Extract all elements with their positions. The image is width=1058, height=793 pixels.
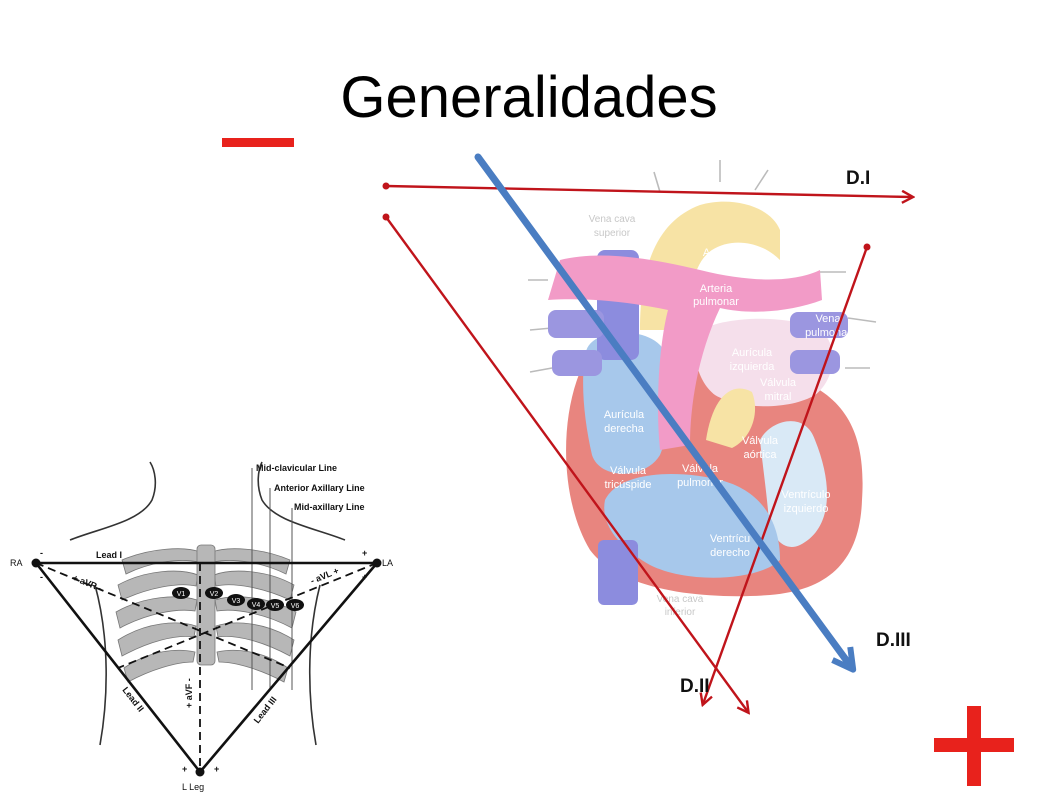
label-valvula-mitral-1: Válvula [760,377,797,389]
label-avr: + aVR - [71,573,103,594]
label-valvula-tricuspide-2: tricúspide [604,479,651,491]
label-avf: + aVF - [184,678,194,708]
lead-d3-label: D.III [876,630,911,651]
sign-ra-minus: - [40,548,43,558]
label-arteria-pulmonar-1: Arteria [700,283,733,295]
v5-label: V5 [271,603,280,610]
label-anterior-axillary-line: Anterior Axillary Line [274,483,365,493]
v6-label: V6 [291,603,300,610]
label-valvula-aortica-2: aórtica [743,449,777,461]
v3-label: V3 [232,598,241,605]
lead-d1-vector [382,182,913,198]
label-auricula-derecha-1: Aurícula [604,409,645,421]
label-avl: - aVL + [309,565,340,585]
lead-d3-vector [703,243,871,705]
label-arteria-pulmonar-2: pulmonar [693,296,739,308]
label-mid-axillary-line: Mid-axillary Line [294,502,365,512]
label-la: LA [382,558,393,568]
lead-d1-label: D.I [846,168,871,189]
label-ventriculo-izquierdo-1: Ventrículo [782,489,831,501]
sign-leg-right-plus: + [214,764,219,774]
label-lead-i: Lead I [96,550,122,560]
label-auricula-izquierda-2: izquierda [730,361,776,373]
v4-label: V4 [252,602,261,609]
label-valvula-mitral-2: mitral [765,391,792,403]
label-ra: RA [10,558,23,568]
label-vena-cava-superior-2: superior [594,228,631,239]
label-valvula-aortica-1: Válvula [742,435,779,447]
page-title: Generalidades [340,65,718,130]
label-auricula-izquierda-1: Aurícula [732,347,773,359]
precordial-electrodes: V1 V2 V3 V4 V5 V6 [172,587,304,611]
electrical-axis-arrow [474,153,857,673]
label-ventriculo-izquierdo-2: izquierdo [784,503,829,515]
label-lead-iii: Lead III [252,695,279,726]
label-ventriculo-derecho-2: derecho [710,547,750,559]
label-vena-cava-inferior-1: Vena cava [657,594,704,605]
label-l-leg: L Leg [182,782,204,792]
label-ventriculo-derecho-1: Ventrícu [710,533,750,545]
label-vena-cava-inferior-2: inferior [665,607,696,618]
sign-ra-lower-minus: - [40,572,43,582]
label-vena-pulmonar-2: pulmonar [805,327,851,339]
label-vena-pulmonar-1: Vena [815,313,841,325]
label-vena-cava-superior-1: Vena cava [589,214,636,225]
lead-vectors [382,182,913,713]
negative-pole-marker [222,138,294,147]
lead-d2-vector [382,213,749,713]
ecg-torso-diagram: Mid-clavicular Line Anterior Axillary Li… [10,461,393,792]
label-mid-clavicular-line: Mid-clavicular Line [256,463,337,473]
positive-pole-marker [934,706,1014,786]
lead-d2-label: D.II [680,676,710,697]
sign-la-plus: + [362,548,367,558]
label-valvula-tricuspide-1: Válvula [610,465,647,477]
label-auricula-derecha-2: derecha [604,423,645,435]
label-aorta: Aorta [703,247,730,259]
heart-illustration: Vena cava superior Aorta Arteria pulmona… [528,160,877,618]
v2-label: V2 [210,591,219,598]
sign-la-lower-plus: + [362,572,367,582]
v1-label: V1 [177,591,186,598]
sign-leg-left-plus: + [182,764,187,774]
